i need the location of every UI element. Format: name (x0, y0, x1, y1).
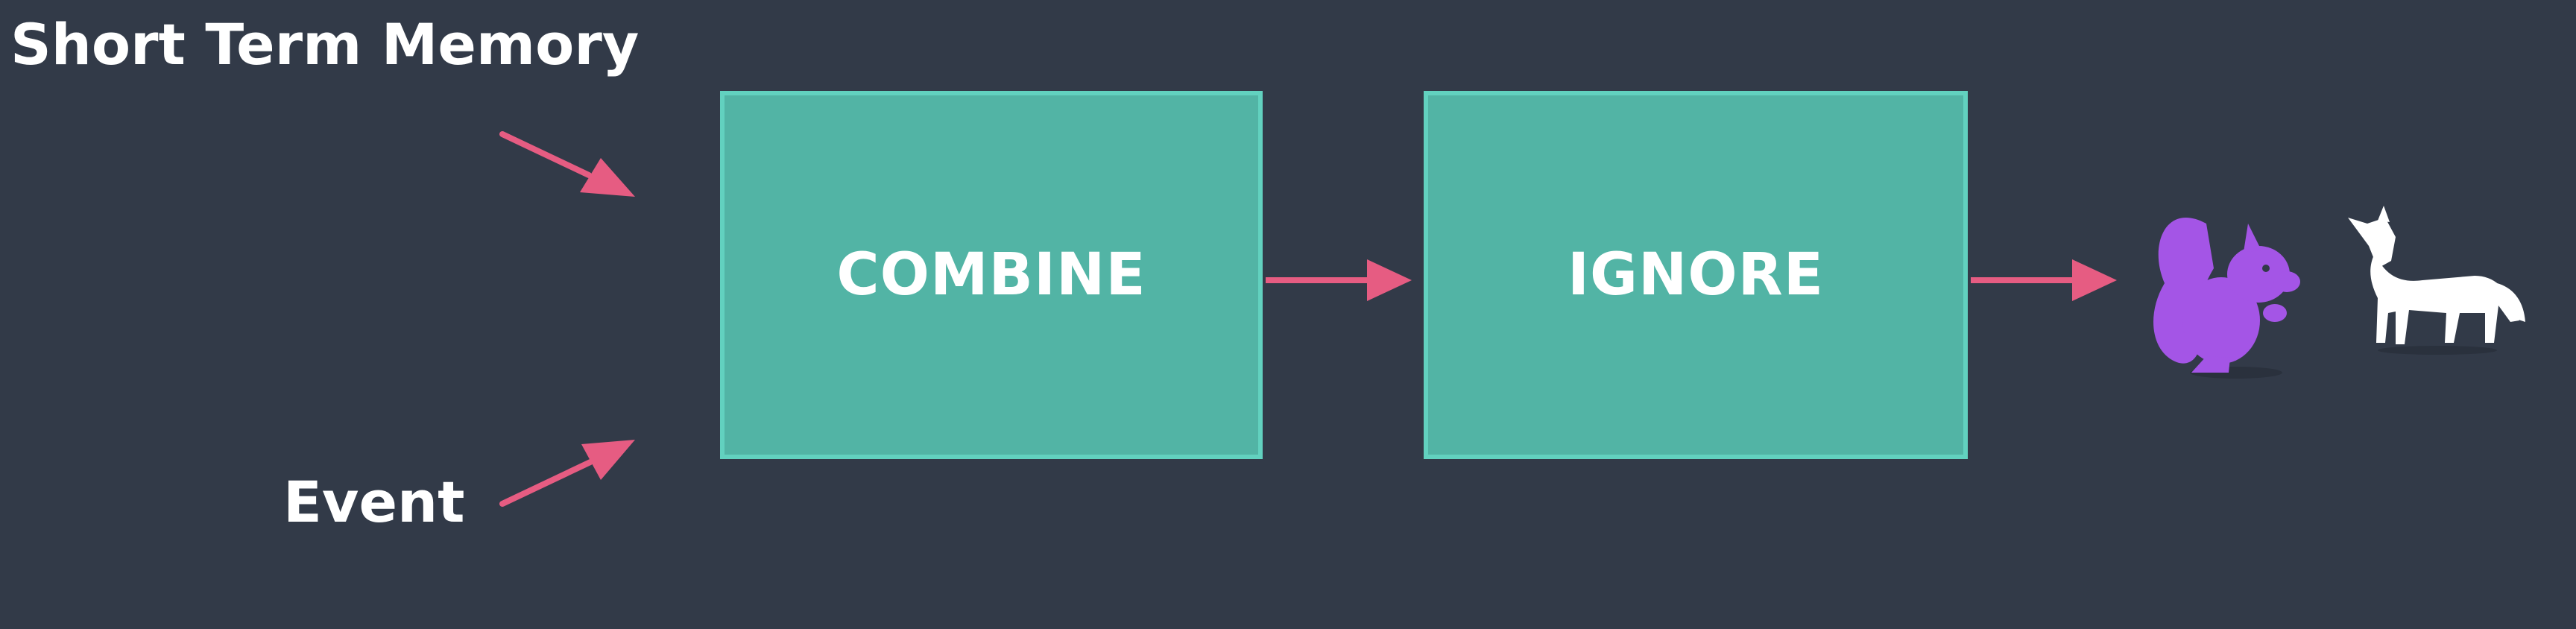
memory-arrow (499, 131, 635, 197)
event-arrow (499, 440, 635, 507)
ignore-to-output-arrow (1971, 259, 2117, 301)
combine-label: COMBINE (836, 241, 1146, 309)
short-term-memory-label: Short Term Memory (10, 11, 640, 78)
combine-box: COMBINE (720, 91, 1263, 459)
squirrel-icon (2153, 217, 2300, 379)
ignore-label: IGNORE (1568, 241, 1824, 309)
event-label: Event (283, 469, 465, 535)
combine-to-ignore-arrow (1266, 259, 1412, 301)
ignore-box: IGNORE (1424, 91, 1968, 459)
wolf-icon (2348, 206, 2525, 355)
